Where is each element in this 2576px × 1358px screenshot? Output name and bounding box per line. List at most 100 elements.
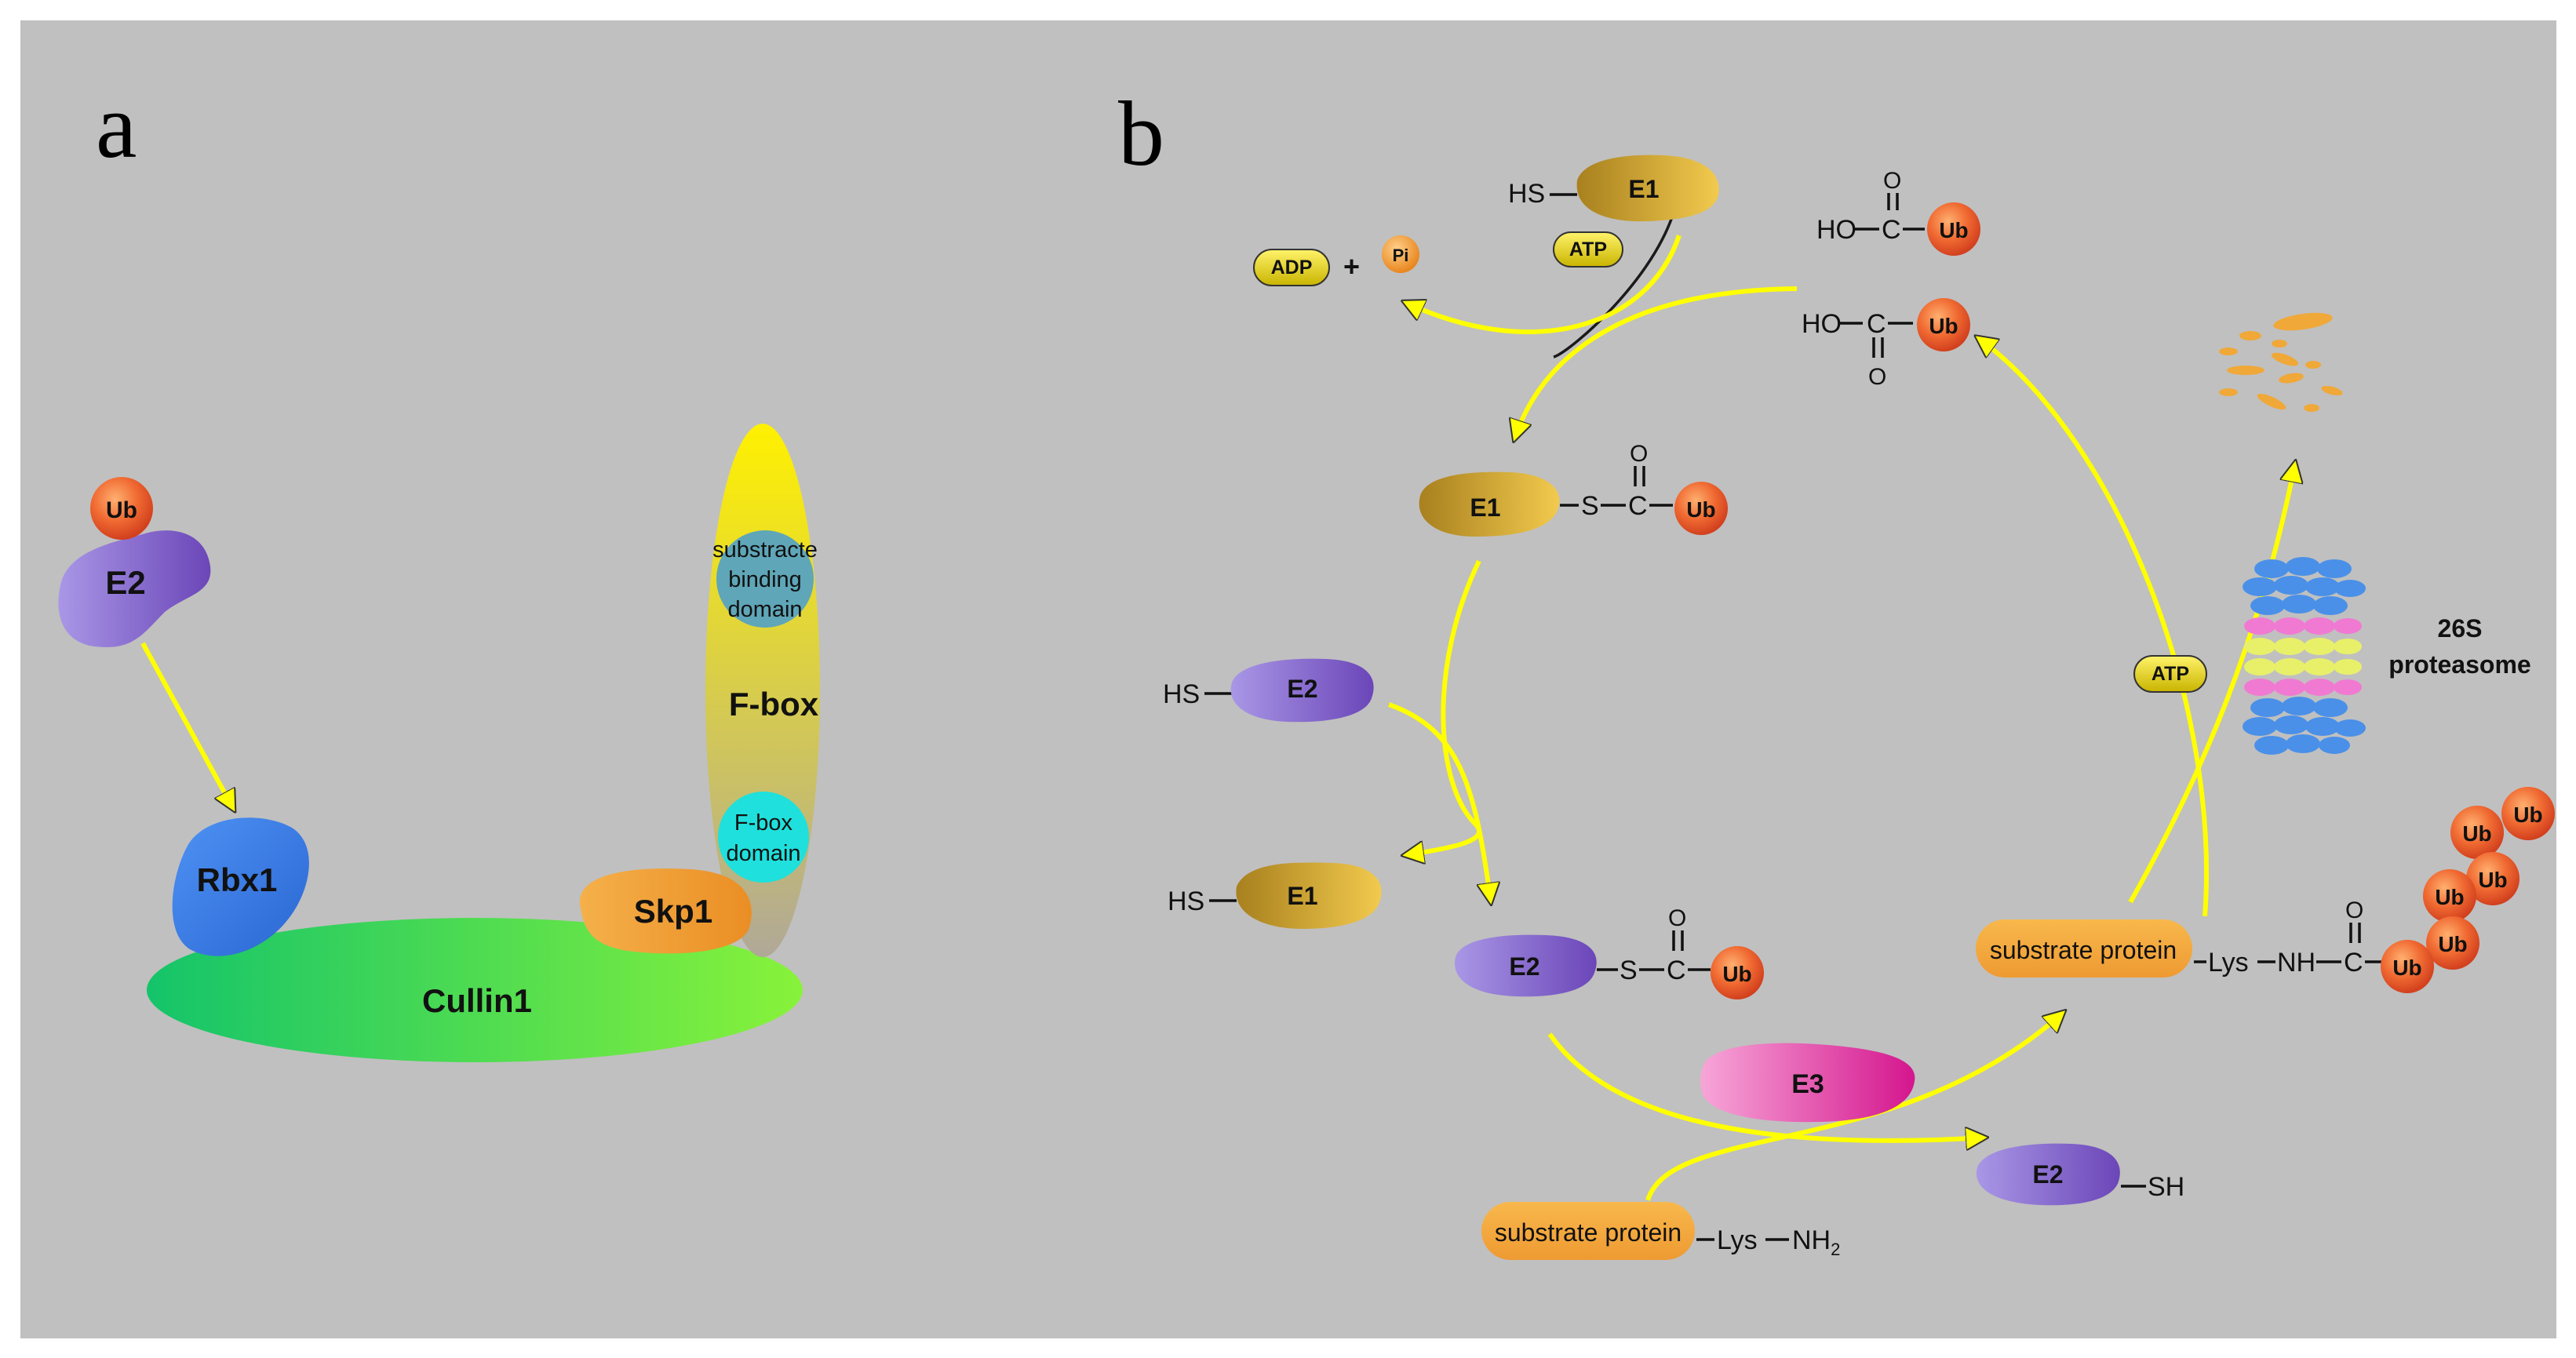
e2-released-label: E2 <box>2032 1160 2063 1189</box>
fbox-domain-shape <box>718 792 809 883</box>
atp-top-label: ATP <box>1569 238 1607 260</box>
e1-ub-label: Ub <box>1686 497 1715 522</box>
e1-c-double-bond <box>1634 466 1645 486</box>
fbox-label: F-box <box>729 686 819 723</box>
arrow-e2-to-rbx1 <box>140 642 234 810</box>
e2-ub-label: Ub <box>1722 962 1751 986</box>
adp-badge <box>1253 249 1330 286</box>
adp-label: ADP <box>1271 257 1313 279</box>
arrow-ub-recycle <box>1977 337 2210 917</box>
proteasome-label-line1: 26S <box>2438 614 2483 643</box>
polyub-6-label: Ub <box>2392 956 2421 980</box>
substrate-binding-domain-shape <box>716 530 814 628</box>
e1-ub-shape <box>1674 482 1728 535</box>
proteasome-26s <box>2243 557 2366 755</box>
polyub-2-label: Ub <box>2462 821 2491 846</box>
polyub-2-shape <box>2450 806 2504 859</box>
arrow-ub-loading <box>1514 286 1798 439</box>
panel-a-ub-label: Ub <box>106 497 137 523</box>
substrate-protein-bottom-shape <box>1481 1202 1695 1260</box>
substrate-binding-domain-line3: domain <box>727 597 802 622</box>
fbox-domain-line1: F-box <box>734 810 793 836</box>
peptide-fragments <box>2219 312 2343 412</box>
e2-o: O <box>1668 905 1686 931</box>
e2-released-shape <box>1976 1143 2120 1206</box>
rbx1-shape <box>172 817 309 956</box>
e2-free-label: E2 <box>1287 675 1317 703</box>
plus-sign: + <box>1343 250 1360 282</box>
panel-b-letter: b <box>1118 82 1164 185</box>
polyub-4-label: Ub <box>2435 885 2464 909</box>
hs-e1-bottom-hs: HS <box>1168 887 1204 916</box>
e2-s: S <box>1620 956 1638 985</box>
e1-thioester-shape <box>1419 471 1560 537</box>
atp-right-label: ATP <box>2152 663 2189 685</box>
panel-b: b HS E1 ATP ADP + <box>1118 82 2555 1260</box>
substrate-binding-domain-line2: binding <box>728 567 802 592</box>
polyub-1-label: Ub <box>2513 803 2542 827</box>
skp1-shape <box>579 868 752 954</box>
ho-top2: HO <box>1802 309 1842 339</box>
panel-a-letter: a <box>96 75 137 177</box>
polyub-5-label: Ub <box>2438 932 2467 956</box>
substrate-bottom-nh2: NH2 <box>1792 1225 1840 1259</box>
rbx1-label: Rbx1 <box>197 861 278 898</box>
c-top1: C <box>1882 215 1901 245</box>
e2-c: C <box>1667 956 1686 985</box>
e3-label: E3 <box>1791 1069 1824 1099</box>
c-top1-double-bond <box>1887 193 1899 210</box>
atp-right-badge <box>2133 655 2207 693</box>
polyub-1-shape <box>2501 787 2555 840</box>
e2-c-double-bond <box>1672 930 1684 951</box>
polyub-5-shape <box>2426 916 2479 970</box>
e1-thioester-label: E1 <box>1470 493 1500 522</box>
substrate-bottom-lys: Lys <box>1717 1225 1758 1255</box>
substrate-right-nh: NH <box>2277 948 2315 978</box>
o-top2: O <box>1868 364 1886 390</box>
polyubiquitin-chain: Ub Ub Ub Ub Ub Ub <box>2381 787 2555 993</box>
hs-e2-hs: HS <box>1163 679 1200 709</box>
hs-e1-top-hs: HS <box>1508 179 1545 209</box>
substrate-right-o: O <box>2345 897 2363 923</box>
e3-shape <box>1700 1043 1915 1123</box>
ho-top1: HO <box>1816 215 1856 245</box>
panel-a-ub-shape <box>90 477 153 540</box>
polyub-4-shape <box>2423 869 2476 923</box>
arrow-to-degradation <box>2128 463 2295 904</box>
substrate-right-double-bond <box>2349 923 2361 943</box>
o-top1: O <box>1883 168 1901 194</box>
e1-bottom-shape <box>1236 862 1382 929</box>
ub-top1-label: Ub <box>1939 218 1968 242</box>
arrow-e2-loading <box>1387 702 1491 902</box>
e1-top-label: E1 <box>1628 175 1659 203</box>
ub-top1-shape <box>1927 202 1980 256</box>
substrate-right-lys: Lys <box>2208 948 2249 978</box>
cullin1-label: Cullin1 <box>422 982 532 1019</box>
e1-bottom-label: E1 <box>1287 882 1317 910</box>
e1-top-shape <box>1576 155 1719 222</box>
e2-free-shape <box>1230 658 1374 723</box>
ub-top2-shape <box>1917 298 1970 351</box>
e2-thioester-label: E2 <box>1509 952 1539 981</box>
arrow-substrate-ubiquitination <box>1645 1012 2064 1201</box>
e2-thioester-shape <box>1455 934 1597 997</box>
panel-a-e2-shape <box>58 530 211 647</box>
substrate-right-c: C <box>2344 948 2363 978</box>
panel-a-e2-label: E2 <box>105 564 145 601</box>
pi-shape <box>1382 235 1419 273</box>
arrow-e2-release <box>1547 1032 1985 1141</box>
arrow-e1-return <box>1405 559 1482 855</box>
e2-ub-shape <box>1711 946 1764 999</box>
arrow-atp-release <box>1405 235 1682 334</box>
proteasome-label-line2: proteasome <box>2388 650 2530 679</box>
c-top2: C <box>1867 309 1886 339</box>
substrate-protein-right-shape <box>1976 919 2192 978</box>
pi-label: Pi <box>1393 246 1409 265</box>
e2-released-sh: SH <box>2148 1172 2184 1202</box>
fbox-domain-line2: domain <box>726 841 800 866</box>
e1-c: C <box>1628 491 1648 521</box>
polyub-3-shape <box>2466 852 2520 905</box>
cullin1-shape <box>147 918 803 1062</box>
polyub-6-shape <box>2381 940 2434 993</box>
